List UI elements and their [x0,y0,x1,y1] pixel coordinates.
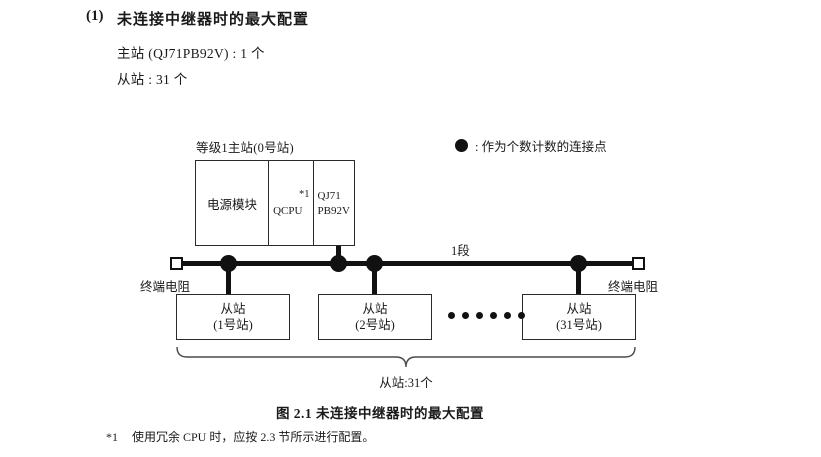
footnote-marker: *1 [299,189,310,200]
footnote: *1 使用冗余 CPU 时，应按 2.3 节所示进行配置。 [106,428,374,445]
ellipsis-dots [448,312,525,319]
terminator-right-label: 终端电阻 [608,280,659,294]
slave-title: 从站 [566,302,592,316]
power-module-slot: 电源模块 [196,161,270,245]
connection-point-dot [366,255,383,272]
segment-label: 1段 [451,244,470,258]
slave-station-box: 从站 (31号站) [522,294,636,340]
slave-drop-line [226,266,231,296]
footnote-mark: *1 [106,430,118,444]
slave-station-box: 从站 (1号站) [176,294,290,340]
legend: : 作为个数计数的连接点 [455,136,607,155]
page-title: 未连接中继器时的最大配置 [117,12,310,28]
filled-circle-icon [455,139,468,152]
spec-slave-station: 从站 : 31 个 [117,72,188,87]
connection-point-dot [330,255,347,272]
cpu-module-slot: QCPU *1 [269,161,314,245]
master-station-label: 等级1主站(0号站) [196,141,294,155]
heading-number: (1) [86,8,104,24]
connection-point-dot [220,255,237,272]
spec-master-station: 主站 (QJ71PB92V) : 1 个 [117,46,265,61]
power-module-label: 电源模块 [207,197,258,212]
slave-title: 从站 [220,302,246,316]
slave-count-label: 从站:31个 [379,376,433,390]
slave-station-number: (31号站) [556,318,602,332]
cpu-module-label: QCPU [273,205,303,217]
slave-station-number: (2号站) [355,318,395,332]
figure-caption: 图 2.1 未连接中继器时的最大配置 [275,406,485,421]
slave-count-brace [176,346,636,370]
terminator-left-icon [170,257,183,270]
slave-station-box: 从站 (2号站) [318,294,432,340]
footnote-text: 使用冗余 CPU 时，应按 2.3 节所示进行配置。 [132,430,375,444]
bus-line [176,261,638,266]
slave-title: 从站 [362,302,388,316]
legend-label: : 作为个数计数的连接点 [475,140,607,154]
slave-drop-line [576,266,581,296]
terminator-left-label: 终端电阻 [140,280,191,294]
terminator-right-icon [632,257,645,270]
slave-station-number: (1号站) [213,318,253,332]
connection-point-dot [570,255,587,272]
slave-drop-line [372,266,377,296]
